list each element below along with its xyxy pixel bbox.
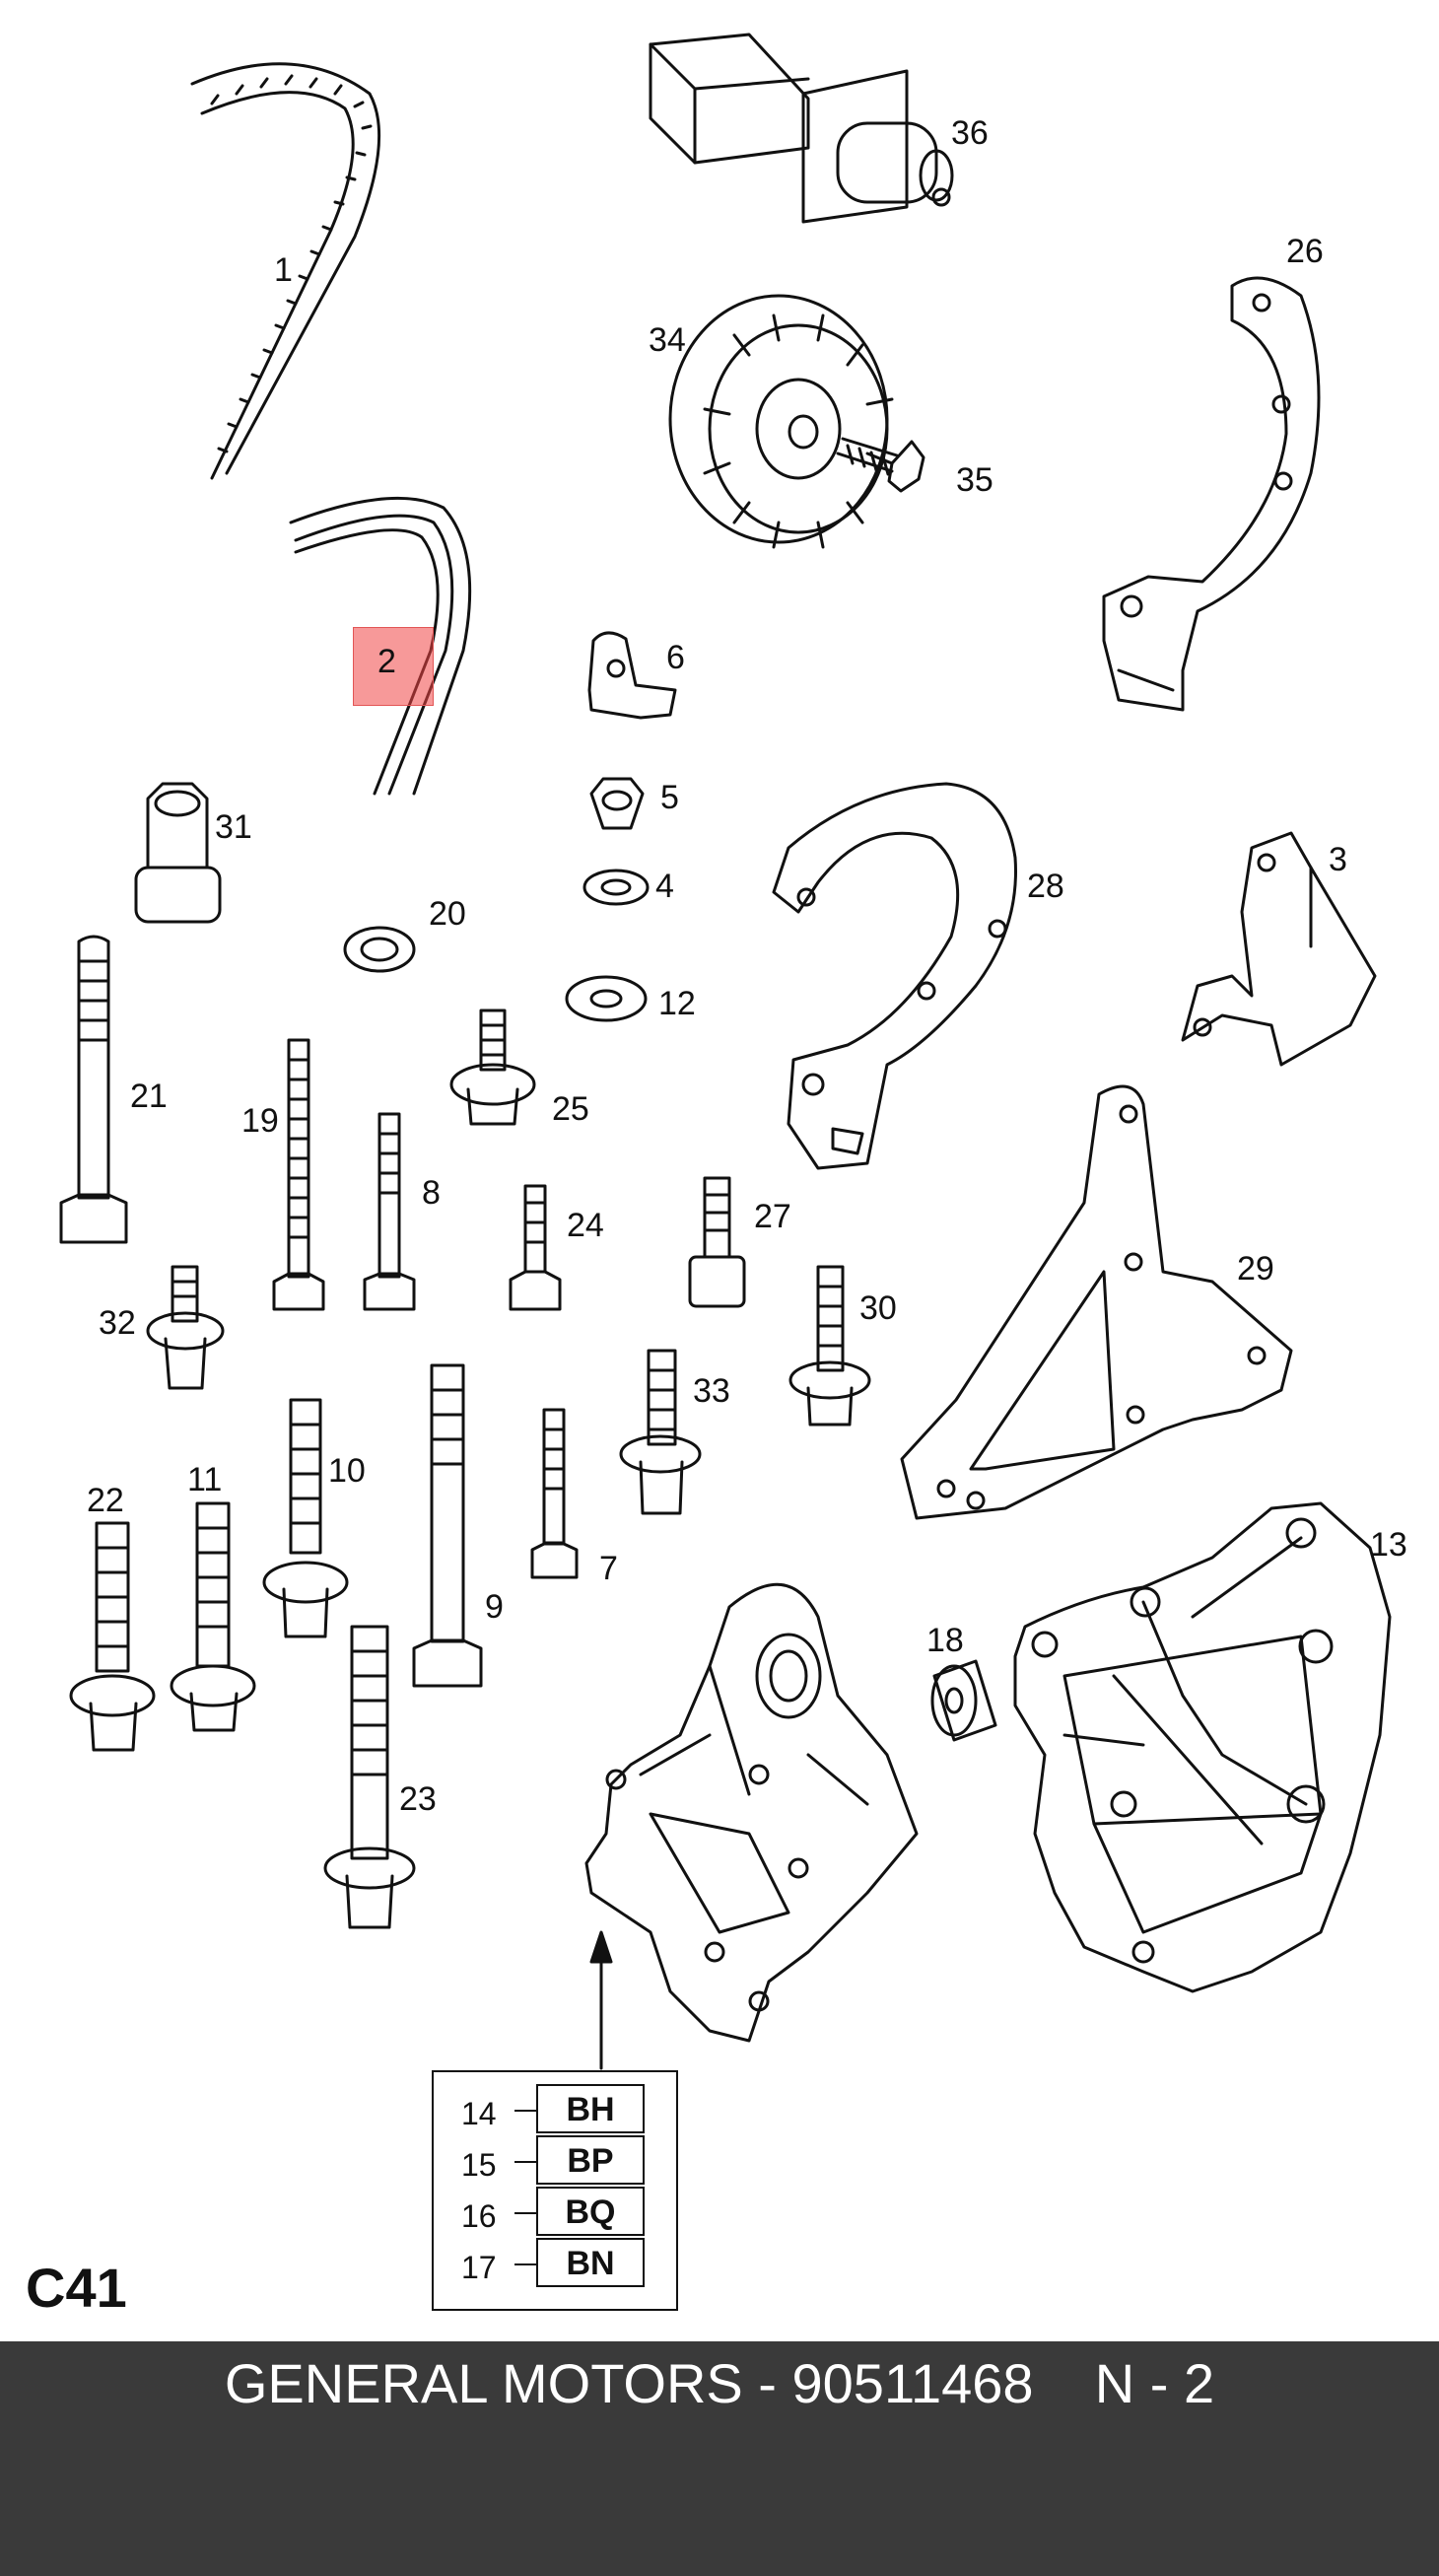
bushing-part-18 <box>930 1659 997 1742</box>
callout-4: 4 <box>655 868 674 905</box>
callout-26: 26 <box>1286 233 1324 270</box>
flange-bolt-part-33 <box>619 1349 702 1515</box>
callout-22: 22 <box>87 1482 124 1519</box>
footer-part-number: GENERAL MOTORS - 90511468 N - 2 <box>224 2352 1215 2414</box>
callout-32: 32 <box>99 1304 136 1342</box>
flange-bolt-part-23 <box>323 1625 416 1929</box>
bolt-part-7 <box>530 1408 579 1579</box>
flange-bolt-part-32 <box>146 1265 225 1390</box>
spacer-part-31 <box>134 782 222 924</box>
bolt-part-35 <box>836 437 925 493</box>
flange-bolt-part-11 <box>170 1501 256 1732</box>
toothed-belt-part-1 <box>190 62 381 480</box>
variant-code: BH <box>536 2084 645 2133</box>
flange-bolt-part-10 <box>262 1398 349 1638</box>
socket-bolt-part-27 <box>688 1176 746 1308</box>
parts-diagram <box>59 33 1392 2070</box>
clip-part-6 <box>587 631 677 720</box>
callout-35: 35 <box>956 461 994 499</box>
page-code-label: C41 <box>26 2257 127 2319</box>
callout-28: 28 <box>1027 868 1064 905</box>
bracket-part-3 <box>1181 831 1377 1067</box>
tensioner-part-36 <box>649 33 954 224</box>
flange-bolt-part-25 <box>449 1009 536 1126</box>
bolt-part-21 <box>59 935 128 1244</box>
washer-part-4 <box>582 869 650 906</box>
leader-line <box>514 2263 536 2265</box>
callout-21: 21 <box>130 1078 168 1115</box>
bracket-part-29 <box>900 1084 1293 1520</box>
callout-34: 34 <box>649 321 686 359</box>
callout-18: 18 <box>926 1622 964 1659</box>
callout-6: 6 <box>666 639 685 676</box>
variant-code: BN <box>536 2238 645 2287</box>
washer-part-12 <box>565 975 648 1022</box>
variant-number: 15 <box>461 2147 497 2183</box>
variant-number: 14 <box>461 2096 497 2131</box>
part-2-highlight <box>353 627 434 706</box>
variant-number: 16 <box>461 2198 497 2234</box>
bolt-part-9 <box>412 1363 483 1688</box>
bolt-part-24 <box>509 1184 562 1311</box>
callout-3: 3 <box>1329 841 1347 878</box>
engine-bracket-part-13 <box>1013 1501 1392 1993</box>
callout-1: 1 <box>274 251 293 289</box>
leader-line <box>514 2110 536 2112</box>
variant-row: 17 BN <box>434 2238 676 2289</box>
highlighted-part-label: 2 <box>377 643 396 680</box>
callout-10: 10 <box>328 1452 366 1490</box>
variant-row: 16 BQ <box>434 2187 676 2238</box>
callout-7: 7 <box>599 1550 618 1587</box>
callout-13: 13 <box>1370 1526 1407 1564</box>
callout-12: 12 <box>658 985 696 1022</box>
bolt-part-8 <box>363 1112 416 1311</box>
nut-part-5 <box>589 777 645 830</box>
callout-30: 30 <box>859 1289 897 1327</box>
washer-part-20 <box>343 926 416 973</box>
variant-code-table: 14 BH 15 BP 16 BQ 17 BN <box>432 2070 678 2311</box>
variant-row: 14 BH <box>434 2084 676 2135</box>
callout-8: 8 <box>422 1174 441 1212</box>
leader-line <box>514 2161 536 2163</box>
callout-23: 23 <box>399 1780 437 1818</box>
callout-27: 27 <box>754 1198 791 1235</box>
callout-9: 9 <box>485 1588 504 1626</box>
callout-31: 31 <box>215 808 252 846</box>
engine-bracket-center <box>584 1582 919 2043</box>
variant-number: 17 <box>461 2250 497 2285</box>
footer-bar <box>0 2341 1439 2576</box>
callout-24: 24 <box>567 1207 604 1244</box>
leader-line <box>514 2212 536 2214</box>
callout-25: 25 <box>552 1090 589 1128</box>
callout-20: 20 <box>429 895 466 933</box>
callout-11: 11 <box>187 1461 223 1498</box>
callout-29: 29 <box>1237 1250 1274 1288</box>
variant-code: BP <box>536 2135 645 2185</box>
callout-5: 5 <box>660 779 679 816</box>
callout-33: 33 <box>693 1372 730 1410</box>
bolt-part-19 <box>272 1038 325 1311</box>
bracket-part-28 <box>772 782 1017 1170</box>
callout-19: 19 <box>241 1102 279 1140</box>
flange-bolt-part-30 <box>788 1265 871 1427</box>
variant-row: 15 BP <box>434 2135 676 2187</box>
bracket-part-26 <box>1102 276 1321 712</box>
variant-pointer-arrow <box>589 1930 613 2070</box>
pulley-part-34 <box>668 294 894 549</box>
callout-36: 36 <box>951 114 989 152</box>
ribbed-belt-part-2 <box>289 496 472 796</box>
variant-code: BQ <box>536 2187 645 2236</box>
flange-bolt-part-22 <box>69 1521 156 1752</box>
